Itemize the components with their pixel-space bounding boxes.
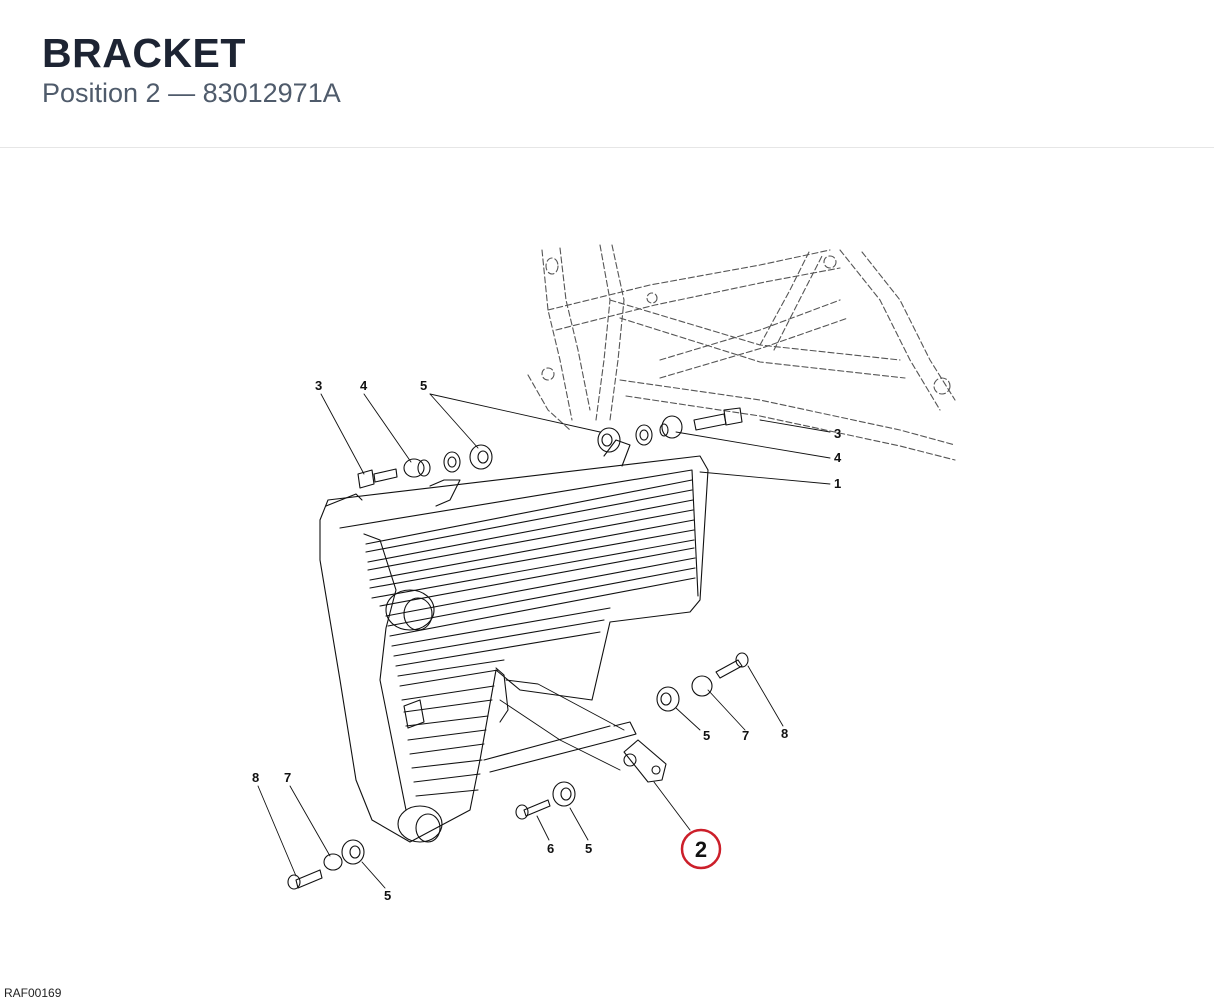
callout-7-left: 7	[284, 770, 291, 785]
page-title: BRACKET	[42, 30, 246, 76]
diagram-code: RAF00169	[4, 986, 62, 1000]
diagram-canvas: 3 4 5 3 4 1 5 7 8 8 7 5 6 5 2	[252, 244, 956, 903]
hardware-top-right	[597, 407, 743, 453]
hardware-top-left	[357, 444, 493, 489]
bracket-part	[623, 739, 667, 783]
position-2-callout[interactable]: 2	[680, 828, 722, 870]
callout-3-right: 3	[834, 426, 841, 441]
page-header: BRACKET Position 2 — 83012971A	[0, 0, 1214, 148]
callout-5-bottom: 5	[585, 841, 592, 856]
callout-6: 6	[547, 841, 554, 856]
exploded-parts-diagram: 3 4 5 3 4 1 5 7 8 8 7 5 6 5 2	[0, 148, 1214, 1003]
callout-5-top: 5	[420, 378, 427, 393]
page-subtitle: Position 2 — 83012971A	[42, 78, 341, 108]
callout-5-right: 5	[703, 728, 710, 743]
callout-4-right: 4	[834, 450, 842, 465]
callout-5-bottom-left: 5	[384, 888, 391, 903]
callout-8-left: 8	[252, 770, 259, 785]
leader-lines	[257, 393, 831, 889]
lower-cross-bar	[483, 721, 637, 773]
hardware-bottom	[287, 781, 576, 890]
radiator-assembly	[319, 439, 709, 843]
highlight-label: 2	[695, 837, 707, 862]
highlight-ring	[680, 828, 722, 870]
callout-1-radiator: 1	[834, 476, 841, 491]
callout-7-right: 7	[742, 728, 749, 743]
frame-structure	[527, 244, 956, 461]
callout-4-top-left: 4	[360, 378, 368, 393]
callout-8-right: 8	[781, 726, 788, 741]
hardware-right	[656, 652, 749, 712]
callout-3-top-left: 3	[315, 378, 322, 393]
